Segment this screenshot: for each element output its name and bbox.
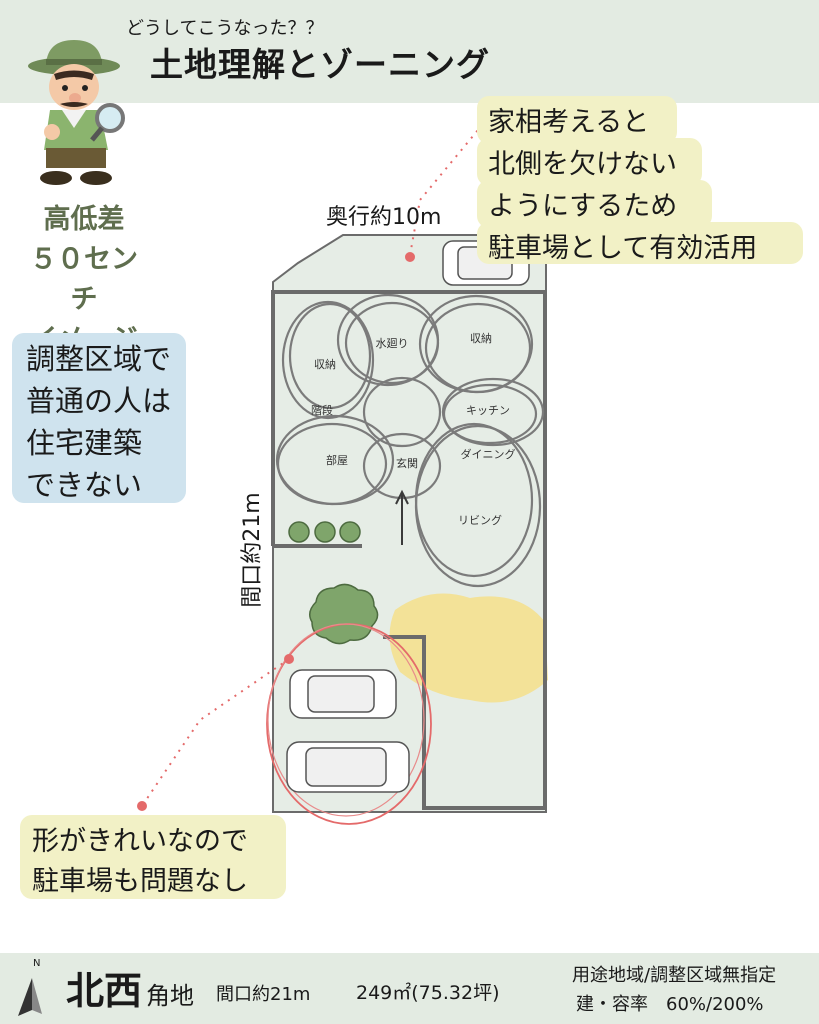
room-circle-storage-left-2 — [288, 302, 372, 410]
shrub — [339, 521, 361, 543]
note-top-line-4: 駐車場として有効活用 — [488, 233, 758, 264]
room-circle-kitchen-2 — [442, 383, 538, 445]
room-label: ダイニング — [461, 447, 516, 461]
room-circle-stairs — [362, 376, 442, 448]
footer-zoning: 用途地域/調整区域無指定 — [572, 965, 777, 986]
room-label: 水廻り — [376, 337, 409, 350]
room-label: 階段 — [311, 403, 333, 417]
footer-frontage: 間口約21m — [216, 984, 311, 1005]
shrub — [288, 521, 310, 543]
footer-area: 249㎡(75.32坪) — [356, 982, 500, 1004]
zoning-line-2: 普通の人は — [26, 384, 172, 418]
parking-highlight-circle-2 — [267, 623, 425, 817]
car-parking-2 — [286, 741, 410, 793]
footer-band — [0, 953, 819, 1024]
depth-dimension: 奥行約10m — [326, 205, 442, 230]
elevation-line-2: ５０センチ — [30, 244, 138, 315]
note-top-line-1: 家相考えると — [488, 107, 650, 138]
house-wall — [271, 290, 547, 810]
corner-main: 北西 — [66, 969, 143, 1013]
room-circle-living-2 — [414, 422, 534, 578]
room-label: 部屋 — [326, 453, 348, 467]
entry-arrow-head — [395, 489, 409, 505]
note-bottom-line-2: 駐車場も問題なし — [32, 866, 248, 897]
room-circle-water-2 — [344, 301, 440, 385]
elevation-line-1: 高低差 — [43, 204, 125, 235]
north-arrow-icon — [18, 978, 42, 1016]
room-label: リビング — [458, 513, 502, 527]
room-circle-storage-left — [281, 300, 375, 420]
zoning-note-box — [12, 333, 186, 503]
pointer-dot-parking — [284, 654, 294, 664]
garden-highlight — [389, 593, 548, 703]
room-circle-storage-right-2 — [424, 302, 532, 394]
pointer-line-bottom — [141, 658, 290, 807]
page-subtitle: どうしてこうなった？？ — [126, 18, 324, 39]
north-mark: N — [33, 958, 41, 969]
page-title: 土地理解とゾーニング — [150, 45, 490, 84]
room-label: 収納 — [470, 332, 492, 345]
room-label: 収納 — [314, 358, 336, 371]
pointer-dot-note — [137, 801, 147, 811]
zoning-line-3: 住宅建築 — [26, 426, 143, 460]
tree — [309, 583, 379, 645]
car-parking-1 — [289, 669, 397, 719]
note-top-bg-2 — [477, 138, 702, 186]
header-band — [0, 0, 819, 103]
room-circle-room-2 — [276, 422, 388, 506]
corner-suffix: 角地 — [146, 982, 194, 1010]
note-top-bg-3 — [477, 180, 712, 228]
note-top-line-2: 北側を欠けない — [488, 149, 677, 180]
zoning-line-4: できない — [26, 468, 143, 502]
note-top-bg-1 — [477, 96, 677, 144]
note-bottom-line-1: 形がきれいなので — [32, 826, 248, 857]
note-top-line-3: ようにするため — [488, 191, 678, 222]
note-bottom-bg — [20, 815, 286, 899]
room-label: キッチン — [466, 404, 510, 417]
room-label: 玄関 — [396, 456, 418, 470]
note-top-bg-4 — [477, 222, 803, 264]
footer-ratio: 建・容率 60%/200% — [576, 994, 764, 1015]
zoning-line-1: 調整区域で — [26, 342, 172, 376]
pointer-dot-top — [405, 252, 415, 262]
frontage-dimension: 間口約21m — [240, 492, 265, 608]
shrub — [314, 521, 336, 543]
lot-outline — [272, 234, 547, 813]
explorer-mascot-illustration — [28, 40, 125, 185]
